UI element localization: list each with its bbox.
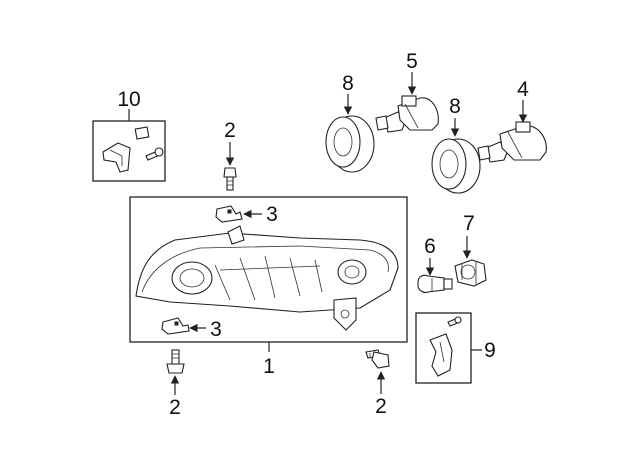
callout-3-top: 3 bbox=[266, 203, 278, 226]
part-2-bolt-bottom-right bbox=[365, 349, 390, 369]
part-3-clip-bottom bbox=[161, 317, 190, 335]
part-4-bulb bbox=[477, 121, 547, 163]
callout-10: 10 bbox=[117, 88, 140, 111]
part-1-headlight-assembly bbox=[129, 196, 408, 343]
callout-1: 1 bbox=[263, 355, 275, 378]
part-9-mount-bracket bbox=[415, 312, 472, 384]
callout-3-bottom: 3 bbox=[210, 318, 222, 341]
callout-4: 4 bbox=[517, 78, 529, 101]
callout-2-bottom-left: 2 bbox=[169, 396, 181, 419]
callout-6: 6 bbox=[424, 235, 436, 258]
part-3-clip-top bbox=[215, 205, 243, 223]
callout-8-right: 8 bbox=[449, 95, 461, 118]
callout-8-left: 8 bbox=[342, 72, 354, 95]
callout-7: 7 bbox=[463, 212, 475, 235]
part-7-socket bbox=[454, 259, 487, 287]
part-10-bracket-kit bbox=[92, 120, 166, 182]
part-2-bolt-top bbox=[223, 167, 237, 191]
part-2-bolt-bottom-left bbox=[166, 349, 185, 374]
part-8-seal-ring-left bbox=[325, 115, 375, 173]
callout-9: 9 bbox=[484, 339, 496, 362]
callout-2-bottom-right: 2 bbox=[375, 395, 387, 418]
part-8-seal-ring-right bbox=[431, 138, 481, 194]
part-6-bulb bbox=[417, 274, 453, 294]
callout-2-top: 2 bbox=[224, 119, 236, 142]
part-5-bulb bbox=[375, 95, 439, 133]
callout-5: 5 bbox=[406, 50, 418, 73]
